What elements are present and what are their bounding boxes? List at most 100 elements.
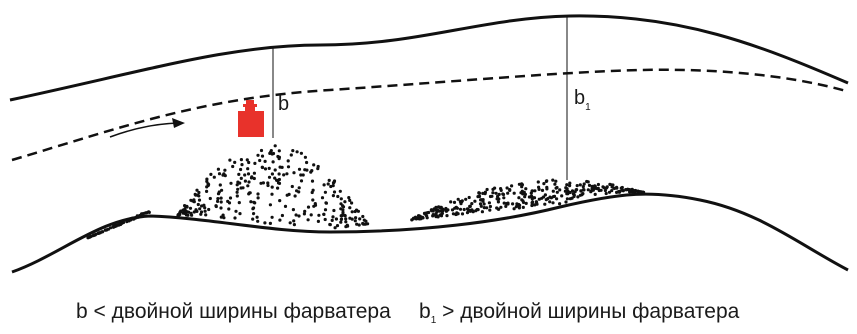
shoal-dot bbox=[451, 208, 454, 211]
shoal-dot bbox=[504, 205, 507, 208]
shoal-dot bbox=[543, 203, 546, 206]
shoal-dot bbox=[317, 214, 320, 217]
shoal-dot bbox=[552, 190, 555, 193]
shoal-dot bbox=[107, 228, 110, 231]
shoal-dot bbox=[223, 169, 226, 172]
shoal-dot bbox=[521, 192, 524, 195]
shoal-dot bbox=[136, 215, 139, 218]
shoal-dot bbox=[143, 212, 146, 215]
shoal-dot bbox=[597, 183, 600, 186]
shoal-dot bbox=[477, 208, 480, 211]
shoal-dot bbox=[237, 173, 240, 176]
shoal-dot bbox=[502, 193, 505, 196]
shoal-dot bbox=[592, 189, 595, 192]
shoal-dot bbox=[247, 172, 250, 175]
label-b1: b1 bbox=[574, 87, 591, 113]
shoal-dot bbox=[354, 216, 357, 219]
shoal-dot bbox=[205, 185, 208, 188]
shoal-dot bbox=[522, 206, 525, 209]
shoal-dot bbox=[513, 207, 516, 210]
shoal-dot bbox=[470, 202, 473, 205]
shoal-dots bbox=[86, 144, 645, 239]
shoal-dot bbox=[491, 191, 494, 194]
shoal-dot bbox=[624, 188, 627, 191]
shoal-dot bbox=[217, 168, 220, 171]
shoal-dot bbox=[236, 188, 239, 191]
shoal-dot bbox=[147, 210, 150, 213]
shoal-dot bbox=[213, 176, 216, 179]
shoal-dot bbox=[468, 196, 471, 199]
shoal-dot bbox=[276, 155, 279, 158]
shoal-dot bbox=[565, 183, 568, 186]
current-arrow-line bbox=[110, 123, 178, 137]
shoal-dot bbox=[260, 149, 263, 152]
shoal-dot bbox=[524, 187, 527, 190]
shoal-dot bbox=[329, 223, 332, 226]
shoal-dot bbox=[533, 189, 536, 192]
shoal-dot bbox=[602, 186, 605, 189]
shoal-dot bbox=[294, 194, 297, 197]
shoal-dot bbox=[195, 210, 198, 213]
shoal-dot bbox=[268, 167, 271, 170]
caption-left-symbol: b bbox=[76, 300, 88, 323]
shoal-dot bbox=[618, 191, 621, 194]
shoal-dot bbox=[207, 208, 210, 211]
shoal-dot bbox=[542, 182, 545, 185]
shoal-dot bbox=[575, 188, 578, 191]
shoal-dot bbox=[449, 200, 452, 203]
shoal-dot bbox=[324, 208, 327, 211]
shoal-dot bbox=[531, 201, 534, 204]
shoal-dot bbox=[611, 183, 614, 186]
shoal-dot bbox=[250, 175, 253, 178]
shoal-dot bbox=[327, 182, 330, 185]
shoal-dot bbox=[256, 154, 259, 157]
shoal-dot bbox=[499, 187, 502, 190]
shoal-dot bbox=[364, 223, 367, 226]
buoy-icon bbox=[238, 100, 264, 137]
shoal-dot bbox=[555, 197, 558, 200]
shoal-dot bbox=[453, 201, 456, 204]
shoal-dot bbox=[517, 196, 520, 199]
shoal-dot bbox=[479, 198, 482, 201]
shoal-dot bbox=[266, 181, 269, 184]
shoal-dot bbox=[197, 191, 200, 194]
shoal-dot bbox=[317, 220, 320, 223]
shoal-dot bbox=[219, 183, 222, 186]
shoal-dot bbox=[579, 183, 582, 186]
shoal-dot bbox=[296, 150, 299, 153]
shoal-dot bbox=[418, 215, 421, 218]
shoal-dot bbox=[197, 203, 200, 206]
shoal-dot bbox=[486, 188, 489, 191]
shoal-dot bbox=[333, 190, 336, 193]
shoal-dot bbox=[202, 204, 205, 207]
shoal-dot bbox=[506, 186, 509, 189]
shoal-dot bbox=[270, 193, 273, 196]
shoal-dot bbox=[252, 212, 255, 215]
shoal-dot bbox=[489, 205, 492, 208]
shoal-dot bbox=[343, 214, 346, 217]
shoal-dot bbox=[357, 210, 360, 213]
shoal-dot bbox=[274, 168, 277, 171]
shoal-dot bbox=[233, 161, 236, 164]
shoal-dot bbox=[502, 196, 505, 199]
shoal-dot bbox=[264, 160, 267, 163]
shoal-dot bbox=[508, 189, 511, 192]
shoal-dot bbox=[256, 216, 259, 219]
shoal-dot bbox=[299, 173, 302, 176]
shoal-dot bbox=[272, 160, 275, 163]
shoal-dot bbox=[340, 218, 343, 221]
shoal-dot bbox=[295, 189, 298, 192]
shoal-dot bbox=[287, 165, 290, 168]
shoal-dot bbox=[114, 224, 117, 227]
shoal-dot bbox=[300, 152, 303, 155]
shoal-dot bbox=[481, 192, 484, 195]
shoal-dot bbox=[361, 215, 364, 218]
shoal-dot bbox=[545, 180, 548, 183]
lower-bank-line bbox=[12, 194, 848, 272]
shoal-dot bbox=[439, 206, 442, 209]
shoal-dot bbox=[340, 197, 343, 200]
shoal-dot bbox=[469, 210, 472, 213]
shoal-dot bbox=[572, 195, 575, 198]
shoal-dot bbox=[289, 221, 292, 224]
shoal-dot bbox=[579, 194, 582, 197]
